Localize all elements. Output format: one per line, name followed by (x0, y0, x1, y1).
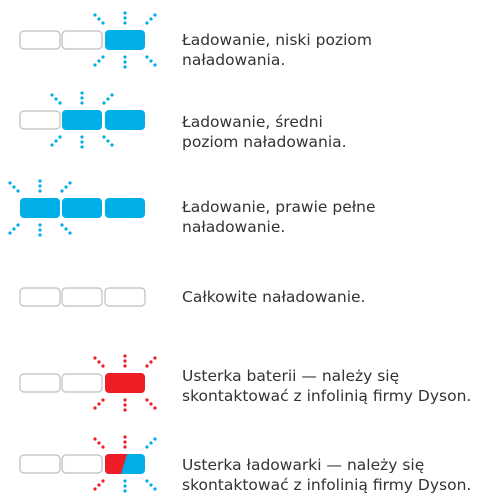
legend-text-almost-full: Ładowanie, prawie pełne naładowanie. (182, 198, 376, 236)
battery-indicator-low-icon (0, 10, 160, 70)
segment-3-lit (105, 30, 145, 50)
legend-text-low: Ładowanie, niski poziom naładowania. (182, 31, 372, 69)
legend-text-medium: Ładowanie, średni poziom naładowania. (182, 113, 347, 151)
battery-indicator-almost-full-icon (0, 178, 160, 238)
legend-text-charger-fault: Usterka ładowarki — należy się skontakto… (182, 456, 472, 494)
battery-fault-indicator-icon (0, 353, 160, 413)
charger-fault-indicator-icon (0, 434, 160, 494)
legend-text-full: Całkowite naładowanie. (182, 288, 366, 306)
battery-indicator-medium-icon (0, 90, 160, 150)
battery-indicator-full-icon (0, 267, 160, 327)
legend-text-battery-fault: Usterka baterii — należy się skontaktowa… (182, 367, 472, 405)
